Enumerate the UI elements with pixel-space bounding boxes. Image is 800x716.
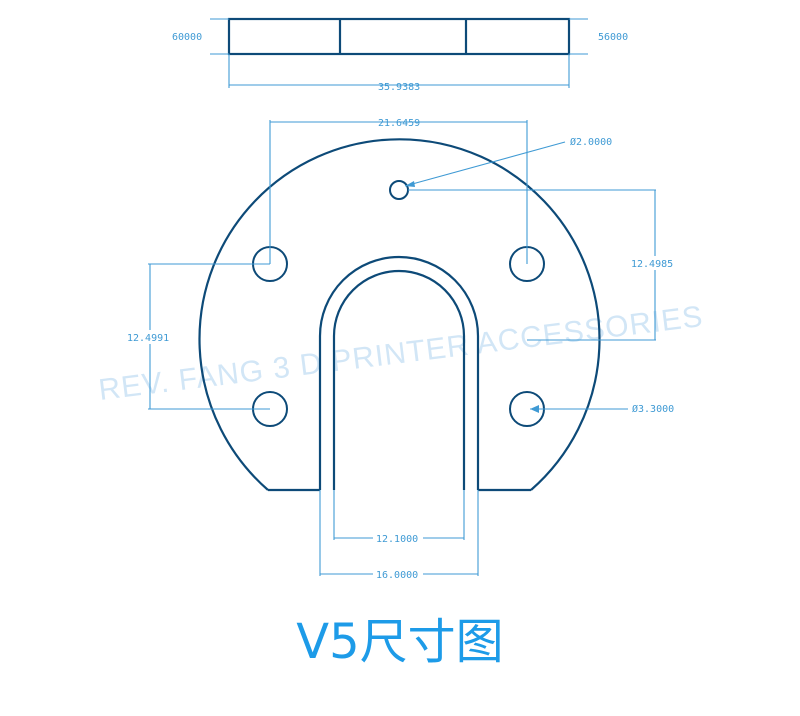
dim-right-vertical-label: 12.4985 xyxy=(631,259,673,270)
dim-side-width-label: 35.9383 xyxy=(378,82,420,93)
plate-dimensions: 21.6459 Ø2.0000 12.4985 12.4991 Ø3.3000 … xyxy=(124,118,684,581)
side-view: 60000 56000 35.9383 xyxy=(172,17,628,93)
center-hole xyxy=(389,180,409,200)
dim-hole-spacing-label: 21.6459 xyxy=(378,118,420,129)
watermark-text: REV. FANG 3 D PRINTER ACCESSORIES xyxy=(97,300,705,407)
dim-label-bg xyxy=(373,567,423,580)
leader-arrow xyxy=(530,405,539,413)
slot-inner xyxy=(332,269,466,490)
plate-outline xyxy=(198,138,601,491)
dim-side-left-label: 60000 xyxy=(172,32,202,43)
side-view-body xyxy=(227,17,571,56)
leader-line xyxy=(404,141,566,187)
dim-center-hole-label: Ø2.0000 xyxy=(570,136,612,148)
dim-left-vertical-label: 12.4991 xyxy=(127,333,169,344)
dim-label-bg xyxy=(628,256,684,270)
dim-label-bg xyxy=(373,531,423,544)
drawing-caption: V5尺寸图 xyxy=(296,614,504,670)
dim-mount-hole-label: Ø3.3000 xyxy=(632,403,674,415)
plate-view xyxy=(198,138,601,492)
slot-outer xyxy=(318,255,480,490)
dim-side-right-label: 56000 xyxy=(598,32,628,43)
dim-slot-inner-label: 12.1000 xyxy=(376,534,418,545)
leader-arrow xyxy=(405,181,415,187)
dim-label-bg xyxy=(124,330,180,344)
dim-slot-outer-label: 16.0000 xyxy=(376,570,418,581)
